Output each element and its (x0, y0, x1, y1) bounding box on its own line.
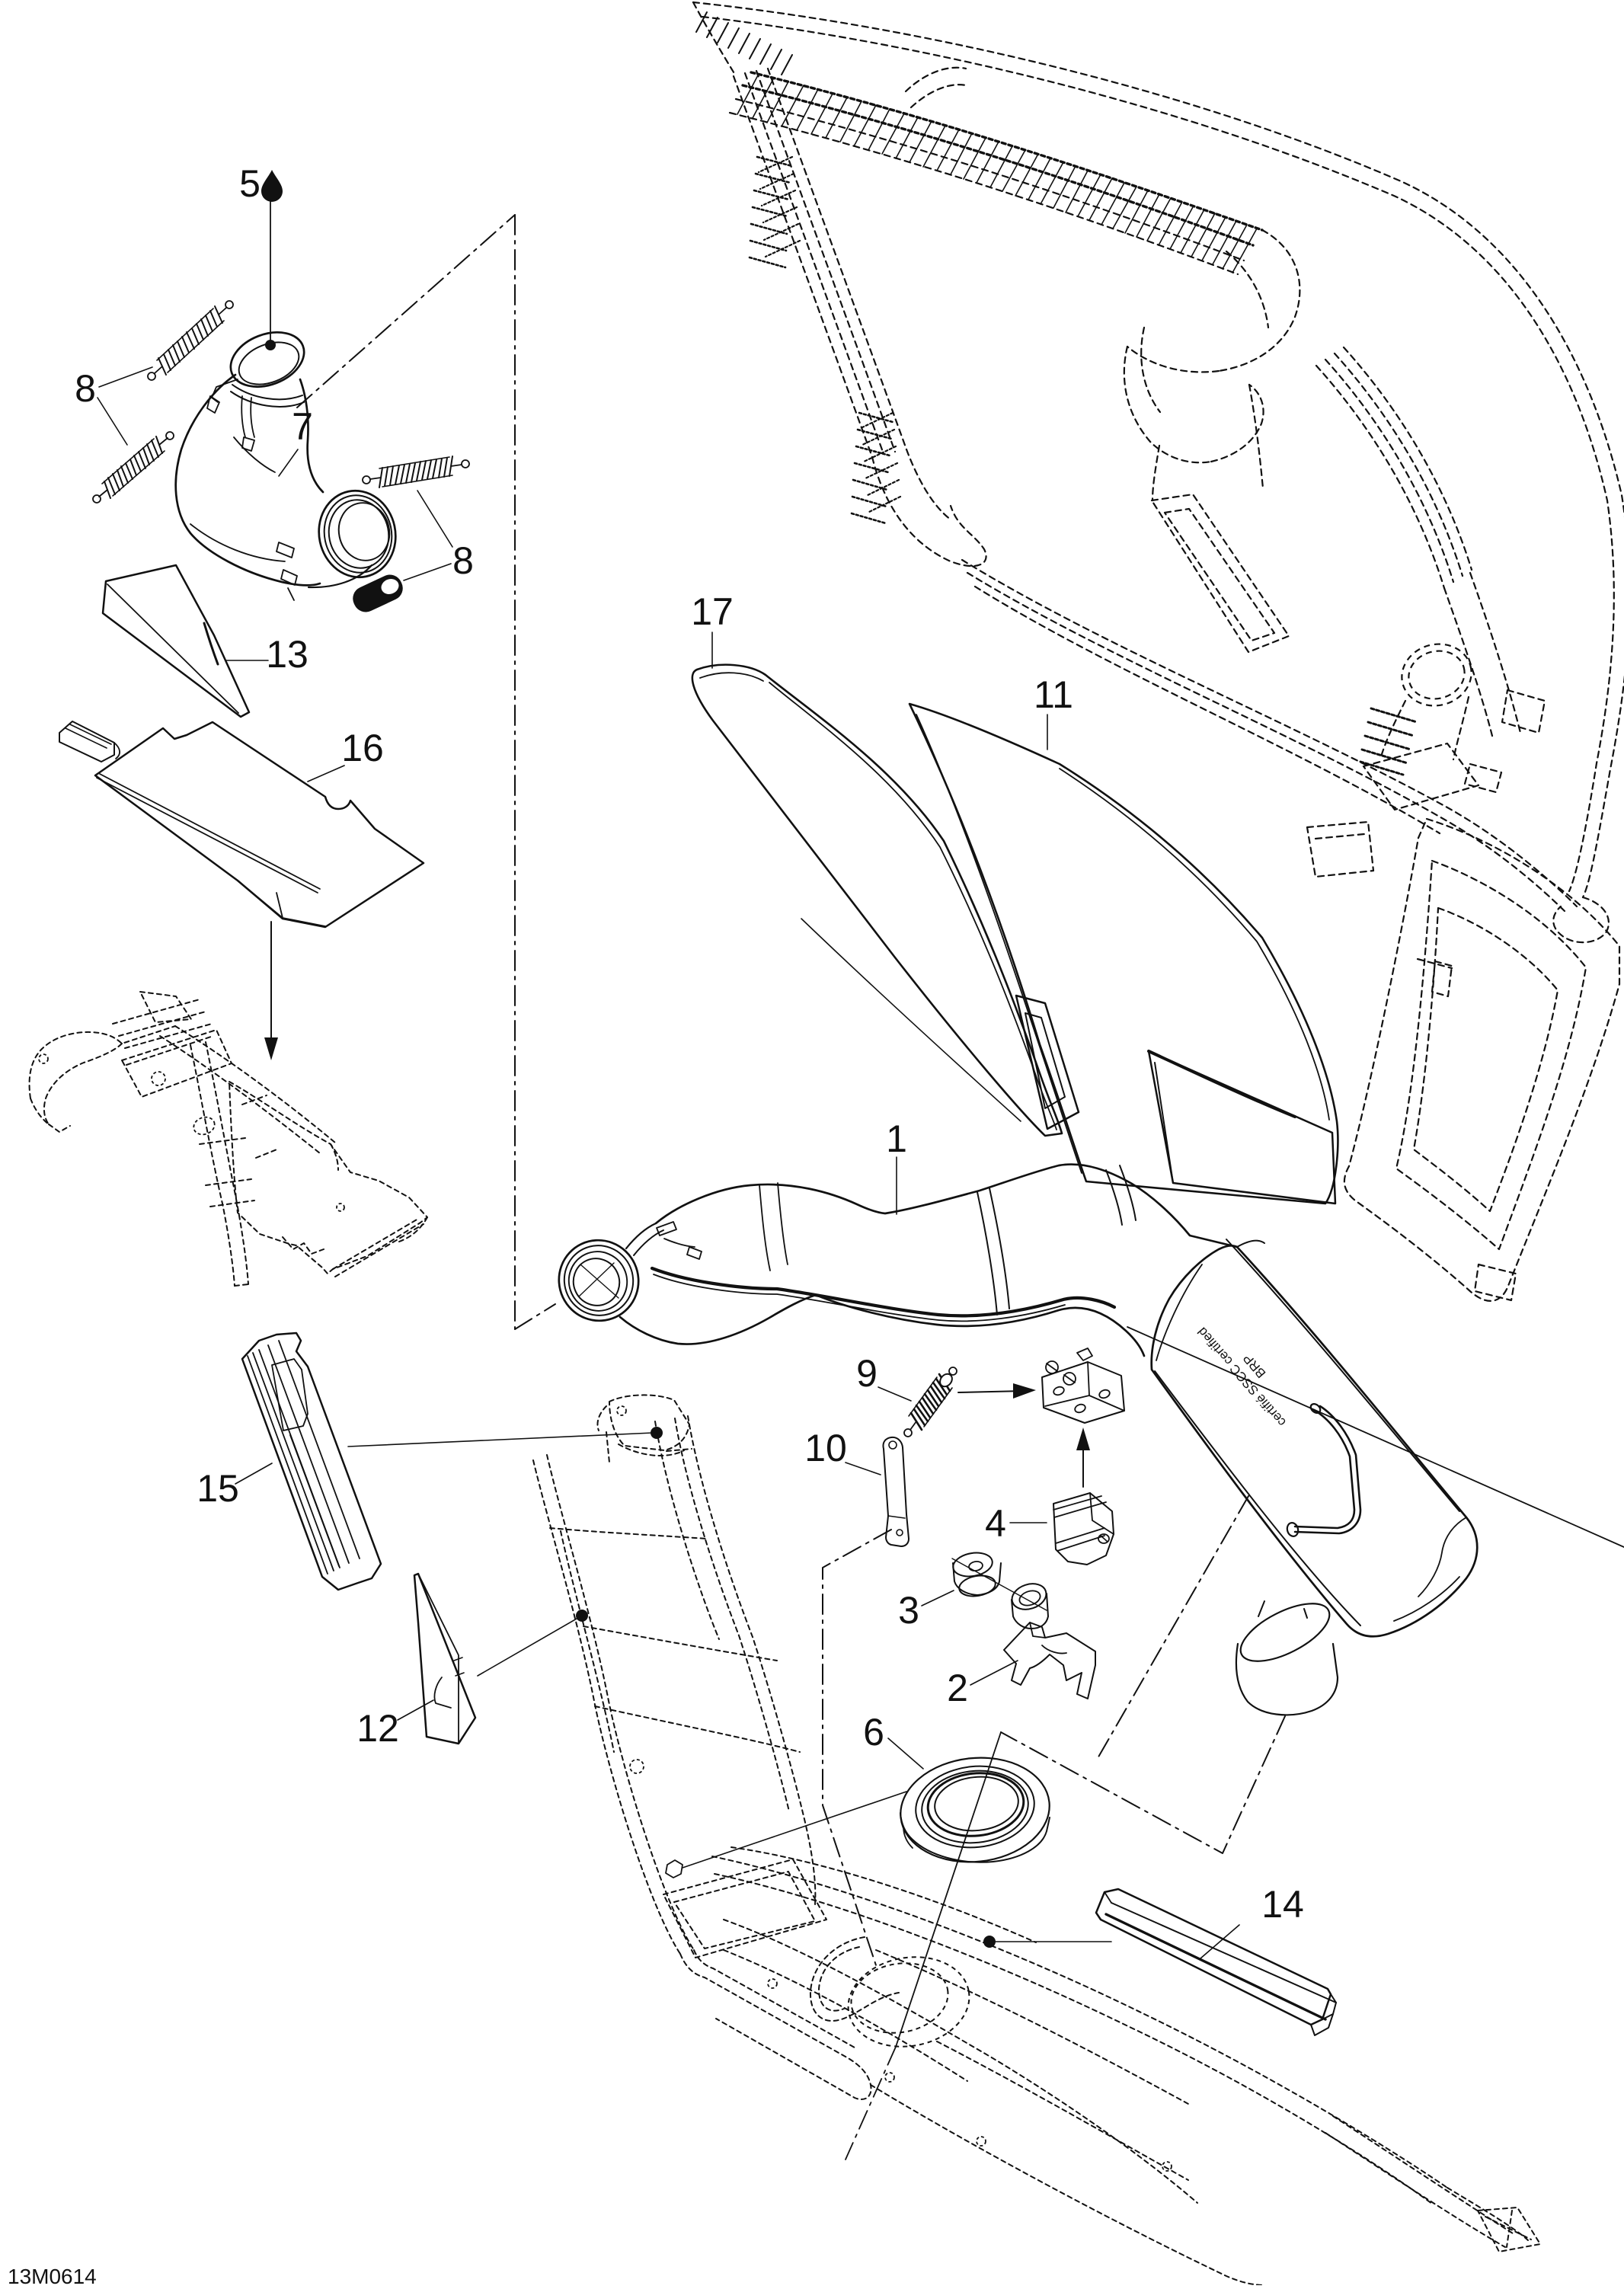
svg-text:14: 14 (1261, 1883, 1304, 1926)
svg-text:2: 2 (947, 1667, 968, 1709)
svg-text:9: 9 (856, 1352, 878, 1395)
svg-text:15: 15 (197, 1467, 239, 1510)
svg-text:8: 8 (75, 367, 96, 410)
svg-text:12: 12 (356, 1707, 399, 1750)
svg-text:13M0614: 13M0614 (8, 2265, 97, 2285)
svg-text:13: 13 (266, 633, 308, 676)
svg-text:8: 8 (452, 539, 474, 582)
svg-text:4: 4 (985, 1502, 1006, 1545)
svg-text:11: 11 (1034, 673, 1073, 716)
svg-text:10: 10 (804, 1427, 847, 1469)
svg-text:16: 16 (341, 727, 384, 769)
svg-text:5: 5 (239, 162, 261, 205)
svg-text:1: 1 (886, 1117, 907, 1160)
svg-text:3: 3 (898, 1589, 919, 1632)
svg-text:17: 17 (691, 590, 734, 633)
svg-text:6: 6 (863, 1711, 884, 1754)
svg-text:7: 7 (292, 405, 313, 448)
